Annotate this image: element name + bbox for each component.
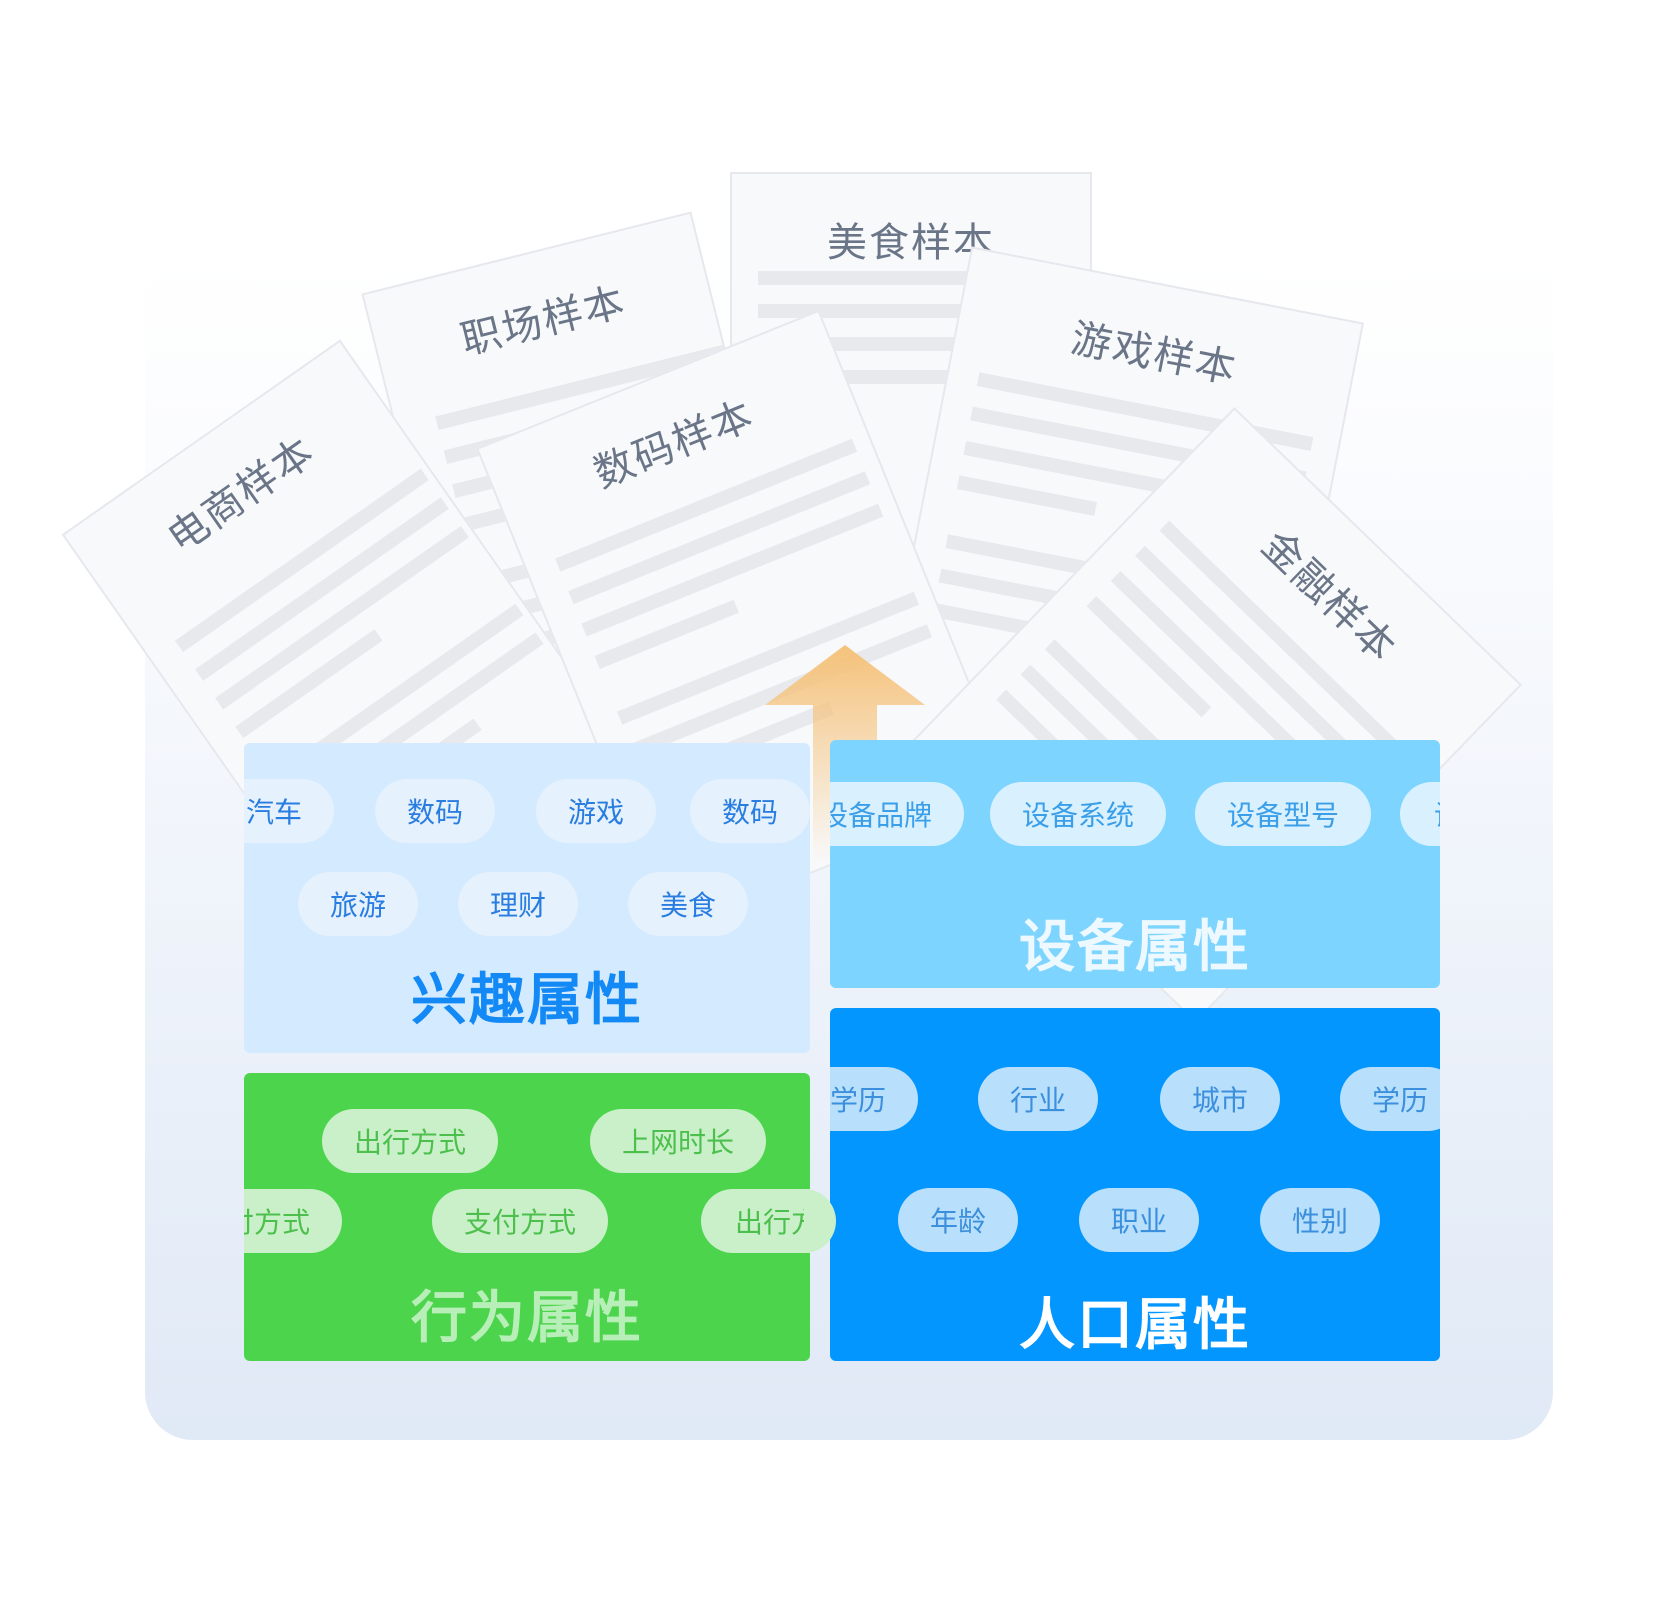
doc-title: 美食样本 bbox=[827, 220, 995, 266]
tag-pill: 数码 bbox=[690, 779, 810, 843]
tag-pill: 出行方式 bbox=[322, 1109, 498, 1173]
tag-pill: 数码 bbox=[375, 779, 495, 843]
tag-pill: 城市 bbox=[1160, 1067, 1280, 1131]
tag-pill: 设备系统 bbox=[990, 782, 1166, 846]
tag-pill: 出行方 bbox=[701, 1189, 810, 1253]
demographic-attributes-panel: 学历 行业 城市 学历 年龄 职业 性别 人口属性 bbox=[830, 1008, 1440, 1361]
tag-pill: 付方式 bbox=[244, 1189, 342, 1253]
tag-pill: 支付方式 bbox=[432, 1189, 608, 1253]
tag-pill: 学历 bbox=[830, 1067, 918, 1131]
tag-pill: 旅游 bbox=[298, 872, 418, 936]
tag-pill: 汽车 bbox=[244, 779, 334, 843]
tag-pill: 行业 bbox=[978, 1067, 1098, 1131]
tag-pill: 年龄 bbox=[898, 1188, 1018, 1252]
panel-title: 行为属性 bbox=[411, 1286, 643, 1351]
tag-pill: 职业 bbox=[1079, 1188, 1199, 1252]
tag-pill: 设备型号 bbox=[1195, 782, 1371, 846]
panel-title: 设备属性 bbox=[1019, 915, 1251, 980]
tag-pill: 上网时长 bbox=[590, 1109, 766, 1173]
tag-pill: 性别 bbox=[1260, 1188, 1380, 1252]
device-attributes-panel: 设备品牌 设备系统 设备型号 设 设备属性 bbox=[830, 740, 1440, 988]
behavior-attributes-panel: 出行方式 上网时长 付方式 支付方式 出行方 行为属性 bbox=[244, 1073, 810, 1361]
tag-pill: 学历 bbox=[1340, 1067, 1440, 1131]
tag-pill: 美食 bbox=[628, 872, 748, 936]
panel-title: 兴趣属性 bbox=[411, 968, 643, 1033]
panel-title: 人口属性 bbox=[1019, 1293, 1251, 1358]
tag-pill: 设备品牌 bbox=[830, 782, 964, 846]
interest-attributes-panel: 汽车 数码 游戏 数码 旅游 理财 美食 兴趣属性 bbox=[244, 743, 810, 1053]
tag-pill: 游戏 bbox=[536, 779, 656, 843]
tag-pill: 设 bbox=[1400, 782, 1440, 846]
tag-pill: 理财 bbox=[458, 872, 578, 936]
